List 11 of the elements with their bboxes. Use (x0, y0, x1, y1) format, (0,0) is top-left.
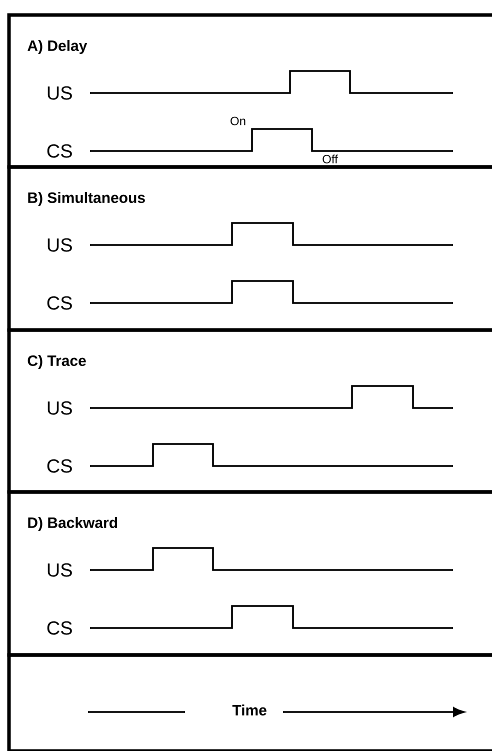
annotation: On (230, 116, 246, 126)
signal-label: CS (47, 621, 72, 635)
signal-label: US (48, 563, 72, 577)
signal-label: US (48, 238, 72, 252)
signal-label: CS (47, 296, 72, 310)
signal-label: US (48, 401, 72, 415)
signal-label: CS (47, 144, 72, 158)
panel: Time (7, 653, 492, 751)
signal-label: US (48, 86, 72, 100)
annotation: Off (322, 154, 338, 164)
signal-label: CS (47, 459, 72, 473)
